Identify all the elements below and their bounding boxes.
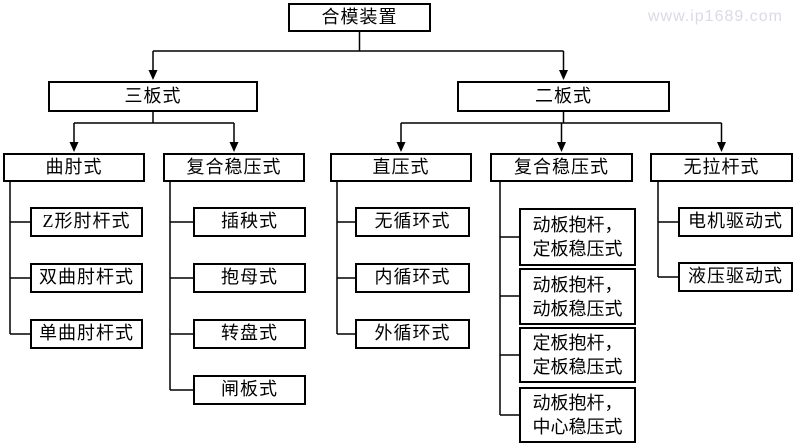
node-composite-stabilized-right: 复合稳压式 xyxy=(490,153,633,182)
leaf-node: 内循环式 xyxy=(355,263,470,293)
leaf-node: 无循环式 xyxy=(355,207,470,237)
leaf-node: 动板抱杆， 中心稳压式 xyxy=(519,387,636,443)
leaf-node: 电机驱动式 xyxy=(678,207,793,237)
node-root: 合模装置 xyxy=(288,3,431,32)
node-two-plate: 二板式 xyxy=(457,81,670,112)
node-three-plate: 三板式 xyxy=(48,81,258,112)
leaf-node: 动板抱杆， 动板稳压式 xyxy=(519,268,636,325)
leaf-node: 抱母式 xyxy=(193,263,306,293)
node-toggle-type: 曲肘式 xyxy=(3,153,145,182)
node-composite-stabilized-left: 复合稳压式 xyxy=(163,153,305,182)
leaf-node: 插秧式 xyxy=(193,207,306,237)
watermark: www.ip1689.com xyxy=(648,8,783,25)
leaf-node: 双曲肘杆式 xyxy=(30,263,143,293)
leaf-node: 转盘式 xyxy=(193,319,306,349)
leaf-node: 外循环式 xyxy=(355,319,470,349)
leaf-node: 闸板式 xyxy=(193,375,306,405)
leaf-node: Z形肘杆式 xyxy=(30,207,143,237)
node-tiebar-less: 无拉杆式 xyxy=(650,153,793,182)
leaf-node: 定板抱杆， 定板稳压式 xyxy=(519,327,636,383)
leaf-node: 单曲肘杆式 xyxy=(30,319,143,349)
node-direct-pressure: 直压式 xyxy=(330,153,472,182)
leaf-node: 液压驱动式 xyxy=(678,262,793,292)
leaf-node: 动板抱杆， 定板稳压式 xyxy=(519,208,636,266)
